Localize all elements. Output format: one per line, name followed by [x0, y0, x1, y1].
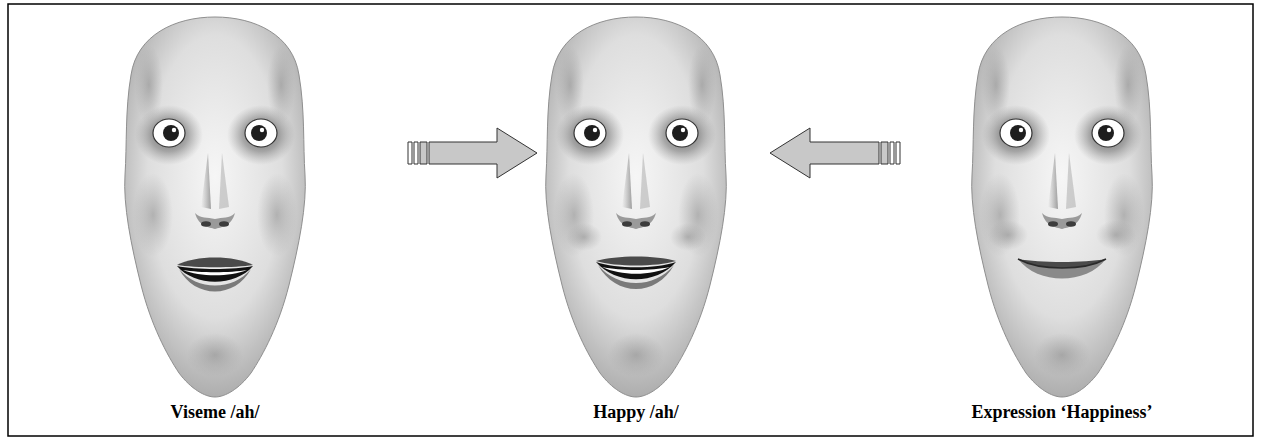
caption: Viseme /ah/ [22, 402, 408, 424]
frame [8, 4, 1253, 436]
face-happy-viseme [546, 17, 727, 397]
arrow-tail-stripe [890, 142, 894, 164]
caption: Happy /ah/ [537, 402, 735, 424]
face-panel: Happy /ah/ [537, 10, 770, 430]
face-happiness [972, 17, 1153, 397]
caption: Expression ‘Happiness’ [900, 402, 1224, 424]
face-viseme [125, 17, 306, 397]
arrow-tail-stripe [414, 142, 418, 164]
face-panel: Viseme /ah/ [22, 10, 408, 430]
arrow-body [770, 128, 879, 178]
block-arrow [770, 128, 900, 178]
arrow-tail-stripe [420, 142, 427, 164]
block-arrow [408, 128, 537, 178]
face-panel: Expression ‘Happiness’ [900, 10, 1226, 430]
arrow-tail-stripe [408, 142, 412, 164]
arrow-tail-stripe [896, 142, 900, 164]
arrow-body [429, 128, 537, 178]
arrow-tail-stripe [881, 142, 888, 164]
